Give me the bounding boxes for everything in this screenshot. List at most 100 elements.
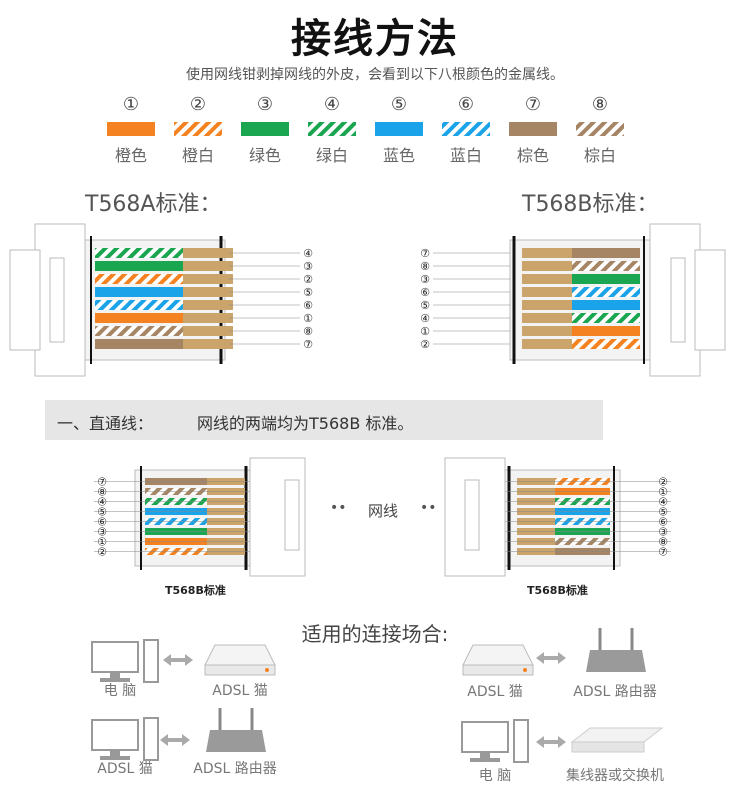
scenario-3-modem-icon-led: [523, 668, 527, 672]
scenario-3-a-label: ADSL 猫: [467, 684, 523, 700]
legend-num-4: ④: [323, 94, 341, 115]
left-plug-pin-label-2: ⑧: [97, 486, 107, 499]
straight-heading: 一、直通线：: [57, 414, 154, 433]
left-plug-caption: T568B标准: [165, 584, 226, 597]
legend-swatch-8: [576, 122, 624, 136]
t568a-plug-wire-7: [95, 326, 183, 336]
t568a-plug-contact-5: [183, 300, 233, 310]
left-plug-pin-label-3: ④: [97, 496, 107, 509]
t568b-plug-clip: [694, 249, 726, 351]
scenario-1-pc-icon-foot: [100, 678, 130, 682]
legend-num-8: ⑧: [591, 94, 609, 115]
left-plug-pin-label-5: ⑥: [97, 516, 107, 529]
scenario-2-pc-icon-neck: [110, 750, 120, 756]
t568a-plug-wire-8: [95, 339, 183, 349]
right-plug-pin-label-4: ⑤: [658, 506, 668, 519]
scenario-3-router-icon-body: [586, 650, 646, 672]
scenario-4-pc-icon-neck: [480, 752, 490, 758]
right-plug-clip: [464, 479, 480, 551]
t568a-plug-pin-label-7: ⑧: [303, 325, 313, 338]
t568b-plug-wire-6: [552, 313, 640, 323]
t568b-plug-wire-2: [552, 261, 640, 271]
legend-swatch-1: [107, 122, 155, 136]
scenario-3-modem-icon-base: [462, 664, 534, 676]
legend-num-2: ②: [189, 94, 207, 115]
straight-cable-band: 一、直通线： 网线的两端均为T568B 标准。: [45, 400, 603, 440]
scenario-4-b-label: 集线器或交换机: [566, 768, 664, 784]
t568a-plug-contact-2: [183, 261, 233, 271]
scenarios-heading: 适用的连接场合:: [301, 622, 449, 646]
scenario-2-router-icon-body: [206, 730, 266, 752]
scenario-1-pc-icon-tower: [143, 639, 159, 683]
t568b-plug-contact-6: [522, 313, 572, 323]
t568a-plug-pin-label-2: ③: [303, 260, 313, 273]
t568a-plug-contact-6: [183, 313, 233, 323]
t568b-plug-wire-7: [552, 326, 640, 336]
scenario-4-switch-icon-top: [570, 727, 664, 743]
t568b-label: T568B标准：: [522, 192, 659, 217]
t568a-plug-slot: [49, 257, 65, 343]
t568b-plug-wire-3: [552, 274, 640, 284]
legend-num-3: ③: [256, 94, 274, 115]
t568a-plug-pin-label-5: ⑥: [303, 299, 313, 312]
t568b-plug-wire-4: [552, 287, 640, 297]
scenario-2-pc-icon-foot: [100, 756, 130, 760]
t568a-plug-wire-4: [95, 287, 183, 297]
right-plug-pin-label-3: ④: [658, 496, 668, 509]
legend-swatch-3: [241, 122, 289, 136]
t568b-plug-contact-4: [522, 287, 572, 297]
legend-num-1: ①: [122, 94, 140, 115]
t568a-plug-wire-5: [95, 300, 183, 310]
t568b-plug-contact-1: [522, 248, 572, 258]
scenario-2-b-label: ADSL 路由器: [193, 761, 277, 777]
legend-label-4: 绿白: [315, 146, 348, 165]
left-plug-pin-label-8: ②: [97, 546, 107, 559]
legend-swatch-5: [375, 122, 423, 136]
t568b-plug-contact-8: [522, 339, 572, 349]
t568b-plug-wire-8: [552, 339, 640, 349]
t568a-plug-contact-7: [183, 326, 233, 336]
legend-swatch-2: [174, 122, 222, 136]
cable-label: 网线: [368, 502, 399, 520]
right-plug-pin-label-7: ⑧: [658, 536, 668, 549]
scenario-2-pc-icon-tower: [143, 717, 159, 761]
t568b-plug-wire-5: [552, 300, 640, 310]
scenario-2-arrow-icon: [160, 734, 190, 746]
t568a-plug-wire-6: [95, 313, 183, 323]
legend-label-5: 蓝色: [382, 146, 415, 165]
legend-label-3: 绿色: [248, 146, 281, 165]
t568b-plug-slot: [670, 257, 686, 343]
t568b-plug-pin-label-3: ③: [420, 273, 430, 286]
t568b-plug-pin-label-7: ①: [420, 325, 430, 338]
scenario-3-modem-icon-top: [462, 644, 534, 666]
scenario-2-a-label: ADSL 猫: [97, 761, 153, 777]
dots-left: ••: [330, 500, 347, 516]
scenario-4-arrow-icon: [536, 736, 566, 748]
legend-label-8: 棕白: [583, 146, 616, 165]
scenario-1-modem-icon-top: [204, 644, 276, 666]
t568a-plug-wire-2: [95, 261, 183, 271]
t568a-plug-contact-1: [183, 248, 233, 258]
left-plug-pin-label-4: ⑤: [97, 506, 107, 519]
legend-num-6: ⑥: [457, 94, 475, 115]
scenario-3-arrow-icon: [536, 652, 566, 664]
t568a-plug-contact-8: [183, 339, 233, 349]
page-subtitle: 使用网线钳剥掉网线的外皮，会看到以下八根颜色的金属线。: [186, 67, 564, 83]
scenario-1-arrow-icon: [163, 654, 193, 666]
t568a-plug-pin-label-1: ④: [303, 247, 313, 260]
straight-desc: 网线的两端均为T568B 标准。: [197, 414, 414, 433]
scenario-4-a-label: 电 脑: [478, 768, 512, 784]
t568b-plug-pin-label-2: ⑧: [420, 260, 430, 273]
legend-label-2: 橙白: [181, 146, 214, 165]
t568b-plug-contact-3: [522, 274, 572, 284]
scenario-1-pc-icon-neck: [110, 672, 120, 678]
dots-right: ••: [420, 500, 437, 516]
scenario-4-pc-icon-foot: [470, 758, 500, 762]
t568b-plug-contact-2: [522, 261, 572, 271]
legend-label-1: 橙色: [114, 146, 147, 165]
t568a-plug-contact-3: [183, 274, 233, 284]
scenario-1-a-label: 电 脑: [103, 683, 137, 699]
t568b-plug-pin-label-1: ⑦: [420, 247, 430, 260]
scenario-1-b-label: ADSL 猫: [212, 683, 268, 699]
scenario-1-modem-icon-base: [204, 664, 276, 676]
